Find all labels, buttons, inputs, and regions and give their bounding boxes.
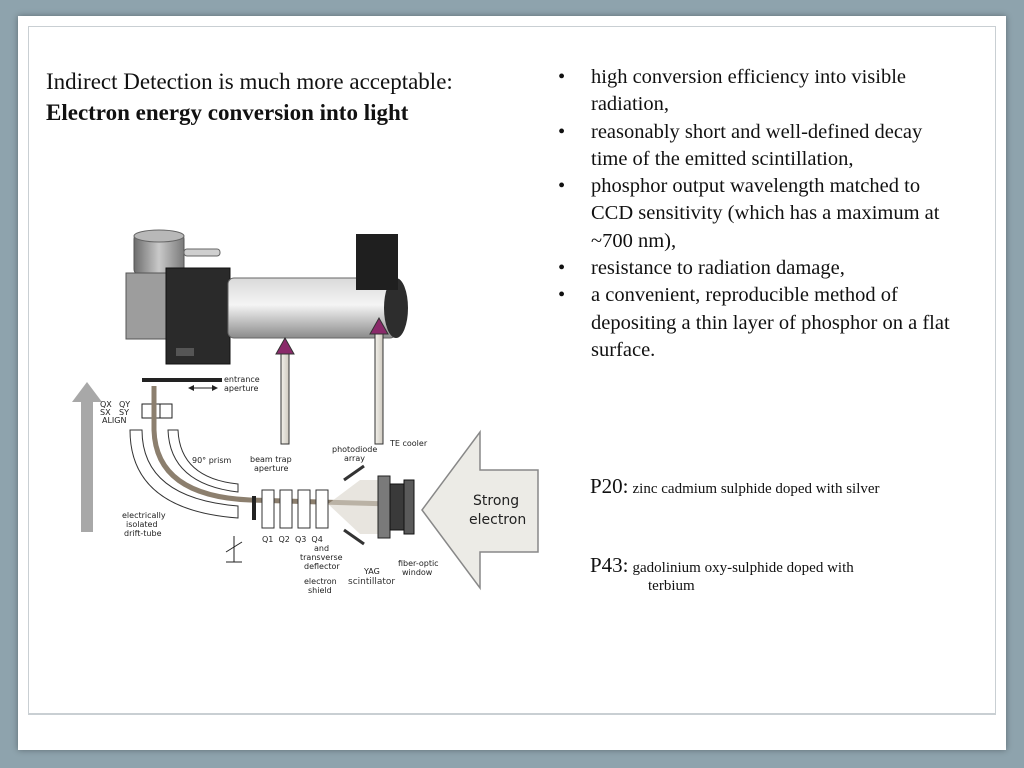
electron-beam [151,386,391,507]
entrance-aperture-bar [142,378,222,382]
bullet-text: reasonably short and well-defined decay … [591,120,923,170]
label-te-cooler: TE cooler [389,439,428,448]
pointer-arrows [275,316,389,445]
control-box [165,267,231,365]
list-item: • a convenient, reproducible method of de… [558,282,958,364]
upward-arrow-head [72,382,102,402]
beam-fan [328,480,390,534]
label-elec-3: drift-tube [124,529,162,538]
bullet-icon: • [558,175,566,198]
label-sy: SY [119,408,129,417]
slide-heading: Indirect Detection is much more acceptab… [46,66,546,128]
label-qy: QY [119,400,130,409]
label-yag: YAG [363,567,380,576]
label-photodiode-array: array [344,454,365,463]
heading-line-1: Indirect Detection is much more acceptab… [46,69,453,94]
label-entrance-aperture: aperture [224,384,259,393]
bullet-icon: • [558,284,566,307]
label-qx: QX [100,400,112,409]
quadrupole-q3 [297,489,311,529]
phosphor-p43: P43: gadolinium oxy-sulphide doped with … [590,553,970,595]
label-electron-shield-2: shield [308,586,332,595]
bullet-text: resistance to radiation damage, [591,257,845,280]
control-box-port [176,348,194,356]
label-sx: SX [100,408,111,417]
pointer-arrow-head [275,336,295,355]
label-and: and [314,544,329,553]
bullet-icon: • [558,257,566,280]
label-photodiode: photodiode [332,445,377,454]
prism-inner [167,429,239,493]
quadrupole-q2 [279,489,293,529]
side-knob [183,248,221,257]
detector-photo [125,229,408,365]
aperture-arrowhead-left [188,385,194,391]
yag-plate [343,528,365,546]
bullet-text: high conversion efficiency into visible … [591,66,907,116]
beam-trap [252,496,256,520]
tube-block [356,234,398,290]
list-item: • phosphor output wavelength matched to C… [558,173,958,255]
label-align: ALIGN [102,416,126,425]
list-item: • reasonably short and well-defined decay… [558,119,958,174]
label-electron-shield-1: electron [304,577,337,586]
upward-arrow-shaft [81,400,93,532]
label-beam-trap: beam trap [250,455,292,464]
te-cooler [403,479,415,535]
aperture-arrowhead-right [212,385,218,391]
phosphor-p20: P20: zinc cadmium sulphide doped with si… [590,474,880,499]
phosphor-description: gadolinium oxy-sulphide doped with [632,560,854,576]
label-prism: 90° prism [192,456,231,465]
strong-electron-arrow: Strong electron [421,429,539,591]
phosphor-description: zinc cadmium sulphide doped with silver [632,481,880,497]
fiber-optic-window [377,475,391,539]
phosphor-code: P20: [590,474,629,498]
quadrupole-q4 [315,489,329,529]
label-transverse: transverse [300,553,343,562]
label-scintillator: scintillator [348,577,395,587]
label-elec-1: electrically [122,511,166,520]
label-strong-electron: electron [469,512,526,528]
bullet-text: phosphor output wavelength matched to CC… [591,175,940,252]
list-item: • resistance to radiation damage, [558,255,958,282]
label-fiber-optic: fiber-optic [398,559,439,568]
list-item: • high conversion efficiency into visible… [558,64,958,119]
pointer-arrow-shaft [374,331,384,445]
detector-diagram: entrance aperture QX QY SX SY ALIGN 90° … [72,229,539,595]
label-beam-trap-aperture: aperture [254,464,289,473]
variable-mark [225,541,243,553]
bullet-icon: • [558,66,566,88]
label-entrance: entrance [224,375,260,384]
bullet-text: a convenient, reproducible method of dep… [591,284,950,361]
canister-top [133,229,185,243]
label-elec-2: isolated [126,520,158,529]
upward-arrow [72,382,102,532]
label-strong: Strong [473,493,519,509]
phosphor-description-continued: terbium [648,578,695,594]
label-q-series: Q1 Q2 Q3 Q4 [262,535,323,544]
quadrupole-q1 [261,489,275,529]
slide-inner-border [28,26,996,714]
phosphor-code: P43: [590,553,629,577]
yag-plate [343,464,365,482]
photodiode-array [389,483,405,531]
pointer-arrow-head [369,316,389,335]
alignment-box [141,403,161,419]
tube-end [384,278,408,338]
label-deflector: deflector [304,562,340,571]
alignment-box [159,403,173,419]
strong-electron-arrow-shape [421,429,539,591]
property-list: • high conversion efficiency into visible… [558,64,958,364]
heading-line-2: Electron energy conversion into light [46,100,409,125]
footer-divider [28,714,996,715]
slide-frame [18,16,1006,750]
label-window: window [402,568,433,577]
pointer-arrow-shaft [280,351,290,445]
bullet-icon: • [558,120,566,143]
prism-outer [129,429,239,519]
